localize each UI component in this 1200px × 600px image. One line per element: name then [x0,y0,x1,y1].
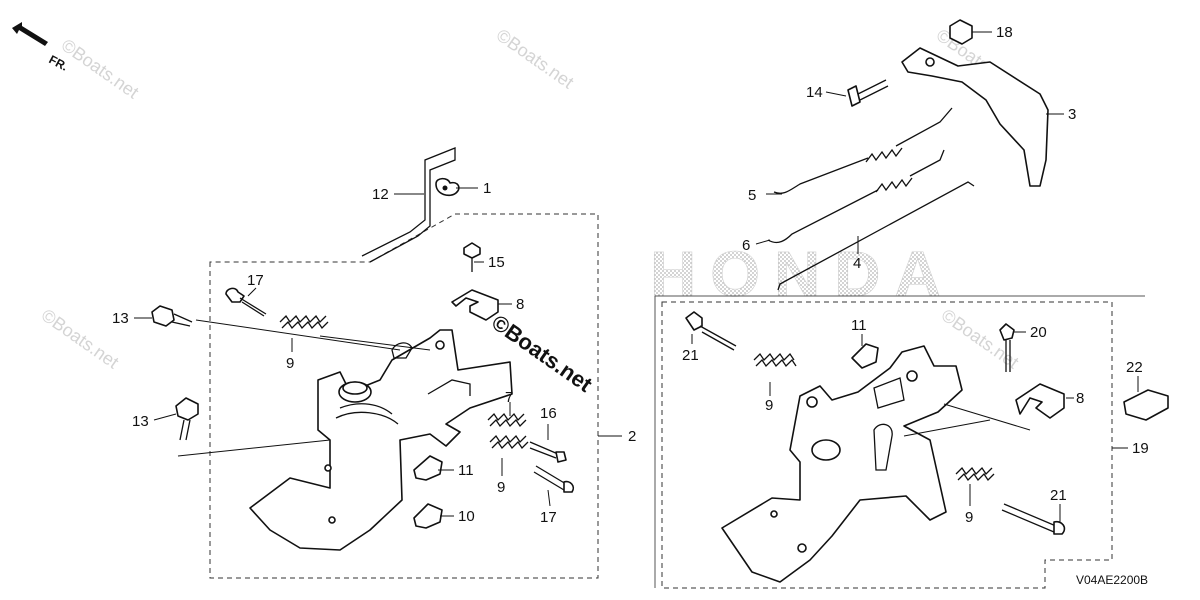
callout-6: 6 [742,237,750,254]
spring-retainer-11-left [413,455,443,481]
callout-11-left: 11 [458,462,474,479]
callout-labels: 1 2 3 4 5 6 7 8 8 9 9 9 9 10 11 11 12 13… [112,24,1149,526]
callout-1: 1 [483,180,491,197]
spring-retainer-10 [413,503,443,529]
bolt-14 [847,79,889,107]
bolt-16 [529,441,567,463]
watermark-left: ©Boats.net [38,305,123,373]
clip-22 [1123,389,1169,421]
spring-wire-5 [773,107,953,194]
spring-9-left-lower [489,434,529,450]
callout-4: 4 [853,255,861,272]
callout-15: 15 [488,254,505,271]
cable-clamp-left [451,289,499,321]
callout-13-lower: 13 [132,413,149,430]
front-arrow-icon [12,22,48,46]
flange-bolt-13-lower [175,397,199,441]
watermarks: ©Boats.net ©Boats.net ©Boats.net ©Boats.… [38,25,1023,373]
callout-7: 7 [505,389,513,406]
cable-clamp-right [1015,383,1065,419]
bolt-15 [463,242,481,272]
callout-9-left-lower: 9 [497,479,505,496]
choke-rod [361,147,456,263]
diagram-code: V04AE2200B [1076,573,1148,587]
honda-background-lettering: HONDA [650,238,955,311]
spring-rod-4-6 [767,149,975,291]
callout-13-upper: 13 [112,310,129,327]
callout-8-left: 8 [516,296,524,313]
flange-bolt-13-upper [151,305,193,327]
callout-9-right-lower: 9 [965,509,973,526]
callout-5: 5 [748,187,756,204]
callout-21-upper: 21 [682,347,699,364]
callout-18: 18 [996,24,1013,41]
screw-17-upper [225,287,267,317]
callout-3: 3 [1068,106,1076,123]
callout-9-right-upper: 9 [765,397,773,414]
callout-17-upper: 17 [247,272,264,289]
callout-12: 12 [372,186,389,203]
callout-2: 2 [628,428,636,445]
control-lever-3 [901,47,1049,187]
watermark-top-left: ©Boats.net [58,35,143,103]
nut-18 [949,19,973,45]
spring-9-left-upper [279,314,329,330]
spring-retainer-11-right [851,343,879,369]
spring-7 [487,412,527,428]
control-base-right [721,345,963,583]
callout-14: 14 [806,84,823,101]
screw-21-lower [1001,503,1066,535]
callout-10: 10 [458,508,475,525]
callout-21-lower: 21 [1050,487,1067,504]
callout-19: 19 [1132,440,1149,457]
rod-clip [435,177,460,197]
spring-9-right-lower [955,466,995,482]
callout-16: 16 [540,405,557,422]
leader-lines [134,31,1139,522]
callout-11-right: 11 [851,317,867,334]
screw-17-lower [533,465,575,493]
svg-text:HONDA: HONDA [650,238,955,310]
bolt-20 [999,323,1015,372]
callout-9-left-upper: 9 [286,355,294,372]
watermark-top-center: ©Boats.net [493,25,578,93]
callout-17-lower: 17 [540,509,557,526]
spring-9-right-upper [753,352,797,368]
callout-22: 22 [1126,359,1143,376]
assembly-19-outline [654,295,1145,589]
callout-20: 20 [1030,324,1047,341]
control-base-left [249,329,513,551]
screw-21-upper [685,311,737,351]
callout-8-right: 8 [1076,390,1084,407]
